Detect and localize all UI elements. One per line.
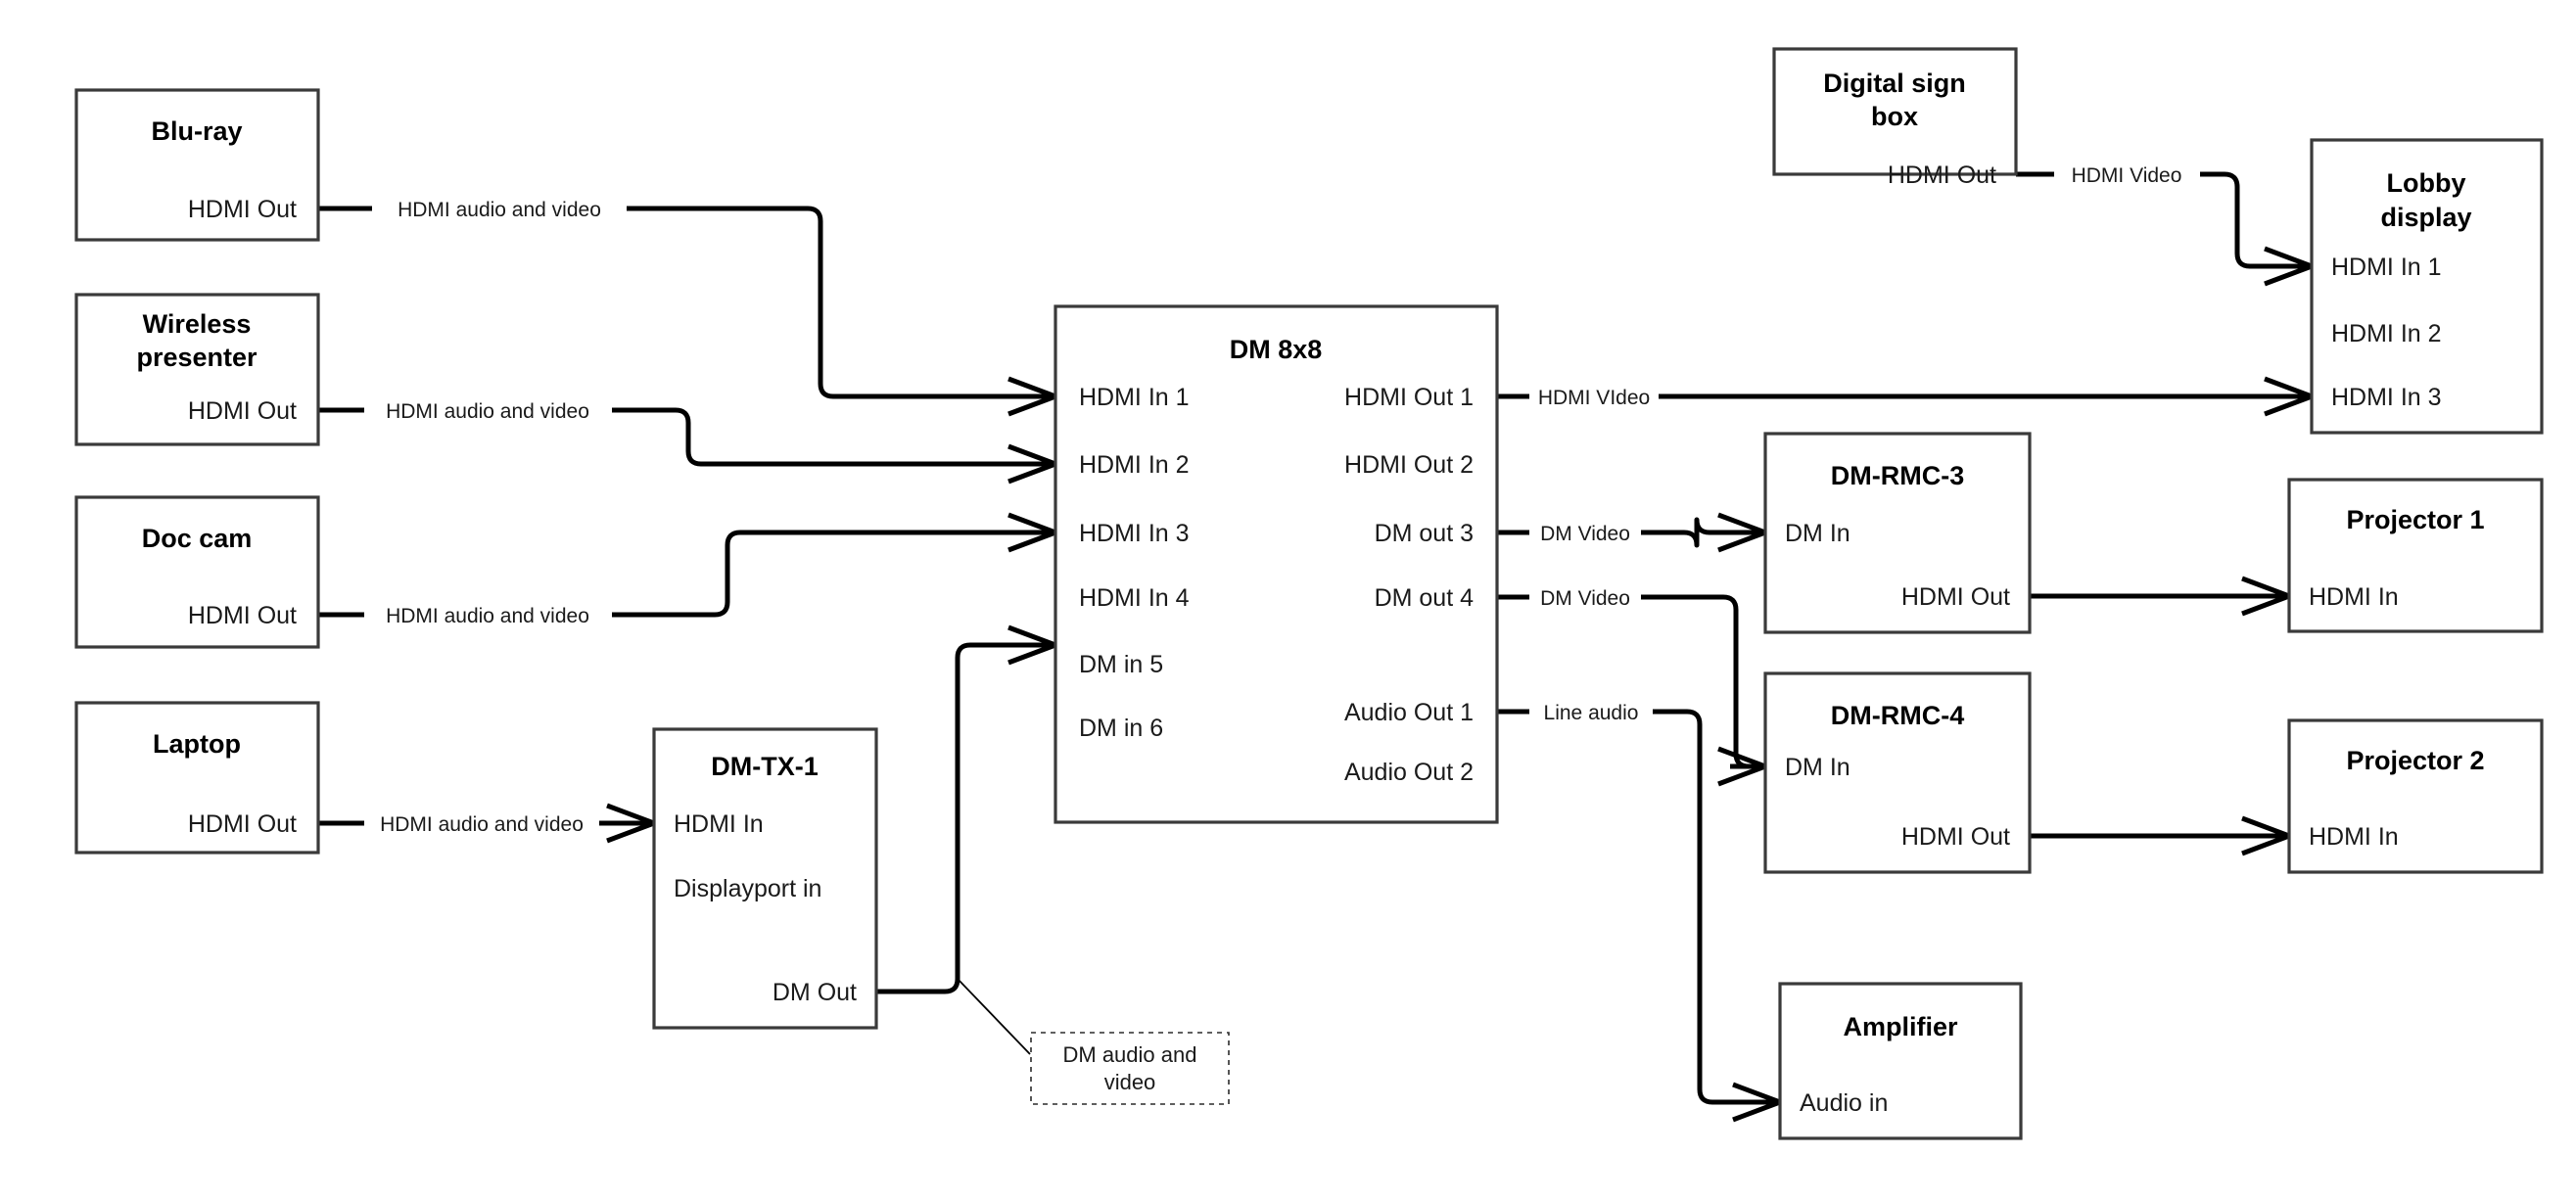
port-hdmi-out: HDMI Out <box>1901 583 2010 611</box>
port-hdmi-in: HDMI In <box>674 810 764 838</box>
note-line2: video <box>1104 1070 1156 1094</box>
node-title-line2: display <box>2380 203 2471 232</box>
port-hdmi-out: HDMI Out <box>188 397 297 425</box>
edge-label-text: HDMI audio and video <box>386 400 589 423</box>
connector-dm8x8-out4-to-dmrmc4 <box>1497 594 1773 787</box>
connector-digitalsign-to-lobby-in1 <box>2014 171 2319 287</box>
port-audio-in: Audio in <box>1800 1089 1888 1117</box>
port-dm-in-5: DM in 5 <box>1079 651 1163 678</box>
node-title: Blu-ray <box>151 116 242 146</box>
node-title-line2: presenter <box>136 343 258 372</box>
node-title-line1: Wireless <box>143 309 252 339</box>
edge-label-text: HDMI audio and video <box>386 605 589 627</box>
edge-label-out4-to-rmc4: DM Video <box>1540 587 1630 610</box>
port-dm-in: DM In <box>1785 754 1850 781</box>
node-title: DM 8x8 <box>1230 335 1323 364</box>
node-amplifier[interactable]: Amplifier Audio in <box>1778 982 2023 1140</box>
port-hdmi-in-1: HDMI In 1 <box>2331 254 2442 281</box>
port-hdmi-in: HDMI In <box>2309 583 2399 611</box>
node-laptop[interactable]: Laptop HDMI Out <box>74 701 320 855</box>
port-dm-in-6: DM in 6 <box>1079 715 1163 742</box>
node-title: Amplifier <box>1843 1012 1958 1041</box>
node-title: Doc cam <box>142 524 253 553</box>
node-bluray[interactable]: Blu-ray HDMI Out <box>74 88 320 242</box>
node-projector-1[interactable]: Projector 1 HDMI In <box>2287 478 2544 633</box>
callout-leader-line <box>957 978 1031 1055</box>
port-hdmi-in: HDMI In <box>2309 823 2399 851</box>
port-hdmi-out-2: HDMI Out 2 <box>1344 451 1474 479</box>
node-title-line1: Lobby <box>2387 168 2466 198</box>
edge-label-text: Line audio <box>1544 702 1639 724</box>
connector-dm8x8-audio1-to-amplifier <box>1497 709 1788 1123</box>
port-displayport-in: Displayport in <box>674 875 821 902</box>
port-hdmi-in-4: HDMI In 4 <box>1079 584 1190 612</box>
node-title: DM-TX-1 <box>711 752 819 781</box>
port-dm-out-3: DM out 3 <box>1375 520 1474 547</box>
connector-dm8x8-out3-to-dmrmc3 <box>1497 512 1773 553</box>
edge-label-text: HDMI Video <box>2072 164 2182 187</box>
node-lobby-display[interactable]: Lobby display HDMI In 1 HDMI In 2 HDMI I… <box>2310 138 2544 435</box>
edge-label-sign-to-lobby: HDMI Video <box>2072 164 2182 187</box>
port-hdmi-out: HDMI Out <box>188 810 297 838</box>
port-audio-out-1: Audio Out 1 <box>1344 699 1474 726</box>
port-dm-in: DM In <box>1785 520 1850 547</box>
note-line1: DM audio and <box>1063 1042 1197 1067</box>
node-dm-rmc-3[interactable]: DM-RMC-3 DM In HDMI Out <box>1763 432 2032 634</box>
connector-dmrmc4-to-projector2 <box>2030 815 2297 856</box>
port-dm-out-4: DM out 4 <box>1375 584 1475 612</box>
connector-dmtx1-to-dm8x8-in5 <box>876 624 1063 994</box>
node-title-line1: Digital sign <box>1823 69 1966 98</box>
port-hdmi-out-1: HDMI Out 1 <box>1344 384 1474 411</box>
edge-label-text: HDMI audio and video <box>380 813 584 836</box>
edge-label-bluray: HDMI audio and video <box>398 199 601 221</box>
node-title-line2: box <box>1871 102 1918 131</box>
edge-label-audio1-to-amp: Line audio <box>1544 702 1639 724</box>
connector-dmrmc3-to-projector1 <box>2030 576 2297 617</box>
port-hdmi-out: HDMI Out <box>188 602 297 629</box>
port-dm-out: DM Out <box>773 979 857 1006</box>
port-hdmi-in-2: HDMI In 2 <box>1079 451 1190 479</box>
edge-label-laptop: HDMI audio and video <box>380 813 584 836</box>
port-hdmi-in-3: HDMI In 3 <box>1079 520 1190 547</box>
node-doc-cam[interactable]: Doc cam HDMI Out <box>74 495 320 649</box>
port-hdmi-in-3: HDMI In 3 <box>2331 384 2442 411</box>
node-title: Projector 2 <box>2346 746 2484 775</box>
connector-doccam-to-dm8x8-in3 <box>318 512 1063 618</box>
node-wireless-presenter[interactable]: Wireless presenter HDMI Out <box>74 293 320 446</box>
node-title: Projector 1 <box>2346 505 2484 534</box>
node-title: DM-RMC-4 <box>1831 701 1964 730</box>
port-hdmi-out: HDMI Out <box>1901 823 2010 851</box>
edge-label-text: HDMI audio and video <box>398 199 601 221</box>
edge-label-text: HDMI VIdeo <box>1538 387 1650 409</box>
node-projector-2[interactable]: Projector 2 HDMI In <box>2287 718 2544 874</box>
edge-label-out3-to-rmc3: DM Video <box>1540 523 1630 545</box>
port-hdmi-out: HDMI Out <box>188 196 297 223</box>
node-title: Laptop <box>153 729 241 759</box>
edge-label-text: DM Video <box>1540 523 1630 545</box>
edge-label-doccam: HDMI audio and video <box>386 605 589 627</box>
edge-label-out1-to-lobby: HDMI VIdeo <box>1538 387 1650 409</box>
port-hdmi-out: HDMI Out <box>1888 162 1996 189</box>
port-hdmi-in-1: HDMI In 1 <box>1079 384 1190 411</box>
node-dm-rmc-4[interactable]: DM-RMC-4 DM In HDMI Out <box>1763 671 2032 874</box>
connector-bluray-to-dm8x8-in1 <box>318 206 1063 417</box>
node-title: DM-RMC-3 <box>1831 461 1964 490</box>
edge-label-text: DM Video <box>1540 587 1630 610</box>
port-audio-out-2: Audio Out 2 <box>1344 759 1474 786</box>
edge-label-wireless: HDMI audio and video <box>386 400 589 423</box>
node-dm-8x8[interactable]: DM 8x8 HDMI In 1 HDMI In 2 HDMI In 3 HDM… <box>1054 304 1499 824</box>
node-dm-tx-1[interactable]: DM-TX-1 HDMI In Displayport in DM Out <box>652 727 878 1030</box>
note-dm-audio-and-video: DM audio and video <box>1030 1032 1230 1105</box>
port-hdmi-in-2: HDMI In 2 <box>2331 320 2442 347</box>
node-digital-sign-box[interactable]: Digital sign box HDMI Out <box>1772 47 2018 189</box>
